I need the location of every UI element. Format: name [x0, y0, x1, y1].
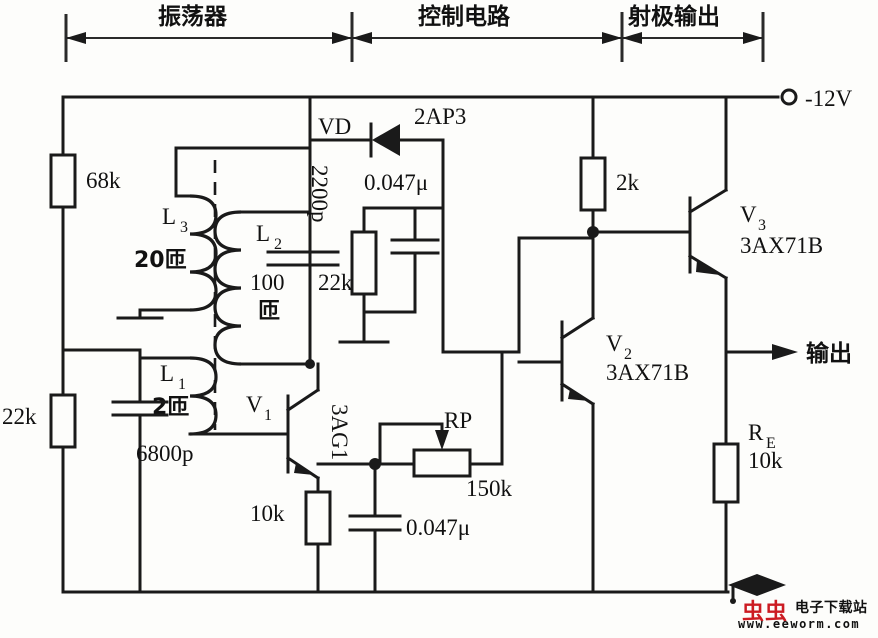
- resistor-22k-control-label: 22k: [318, 270, 353, 295]
- watermark-site-name: 电子下载站: [795, 600, 868, 616]
- cap-6800p-label: 6800p: [136, 441, 194, 466]
- section-bracket: 振荡器 控制电路 射极输出: [64, 3, 765, 62]
- v3-type-label: 3AX71B: [740, 233, 823, 258]
- bias-network: RP 150k 0.047μ: [316, 350, 513, 594]
- l1-sub-label: 1: [178, 376, 186, 393]
- resistor-68k-body: [49, 153, 77, 209]
- resistor-68k-label: 68k: [86, 168, 121, 193]
- emitter-resistor-10k: 10k: [250, 490, 332, 546]
- transformer: L 3 20匝 L 1 2匝 L 2 100 匝 2200p: [116, 95, 340, 436]
- output-terminal: 输出: [724, 340, 852, 367]
- rp-value-label: 150k: [466, 476, 513, 501]
- l3-turns-label: 20匝: [134, 248, 187, 273]
- resistor-2k: 2k: [579, 95, 640, 238]
- supply-terminal-node: [780, 88, 798, 106]
- resistor-10k-emitter-label: 10k: [250, 501, 285, 526]
- v2-name-label: V: [606, 331, 623, 356]
- bracket-arrow-1a: [66, 32, 86, 44]
- watermark-url: www.eeworm.com: [738, 617, 861, 631]
- l1-name-label: L: [160, 361, 174, 386]
- v2-sub-label: 2: [624, 346, 632, 363]
- cap-047u-bottom-label: 0.047μ: [406, 515, 470, 540]
- v2-base-bus: [441, 206, 595, 354]
- cap-6800p: 6800p: [111, 348, 194, 594]
- v1-name-label: V: [246, 392, 263, 417]
- v2-emitter-arrow: [568, 389, 589, 401]
- resistor-re-name-label: R: [748, 420, 764, 445]
- cap-047u-top-label: 0.047μ: [364, 170, 428, 195]
- resistor-re-value-label: 10k: [748, 448, 783, 473]
- v1-emitter-arrow: [294, 463, 314, 475]
- v1-sub-label: 1: [264, 407, 272, 424]
- potentiometer-rp-body: [412, 448, 472, 478]
- l2-name-label: L: [256, 221, 270, 246]
- resistor-22k-left-body: [49, 393, 77, 449]
- diode-ref-label: VD: [318, 114, 351, 139]
- v3-name-label: V: [740, 202, 757, 227]
- graduation-cap-icon: [728, 574, 786, 604]
- section-label-control: 控制电路: [418, 3, 511, 30]
- watermark-brand: 虫虫: [742, 600, 789, 625]
- v3-emitter-lead: [687, 253, 729, 281]
- l1-coil-windings: [189, 356, 218, 436]
- v2-type-label: 3AX71B: [606, 360, 689, 385]
- resistor-re-sub-label: E: [766, 435, 776, 452]
- bracket-arrow-2b: [602, 32, 622, 44]
- left-rail: 68k 22k: [2, 95, 142, 594]
- v3-collector-lead: [687, 187, 729, 215]
- resistor-22k-left-label: 22k: [2, 404, 37, 429]
- node-l2-v1-collector: [305, 359, 315, 369]
- site-watermark: 虫虫 电子下载站 www.eeworm.com: [722, 572, 878, 634]
- v3-sub-label: 3: [758, 217, 766, 234]
- l3-sub-label: 3: [180, 219, 188, 236]
- resistor-22k-control-body: [350, 230, 378, 296]
- transistor-v3: V 3 3AX71B: [591, 95, 823, 594]
- l3-name-label: L: [162, 204, 176, 229]
- l2-turns-number: 100: [250, 270, 285, 295]
- transistor-v2: V 2 3AX71B: [517, 230, 689, 594]
- v1-type-label: 3AG1: [327, 404, 352, 460]
- diode-triangle: [372, 124, 400, 156]
- resistor-2k-body: [579, 156, 607, 212]
- bracket-arrow-1b: [332, 32, 352, 44]
- supply-voltage-label: -12V: [805, 86, 853, 111]
- section-label-oscillator: 振荡器: [158, 3, 228, 30]
- rp-wiper-arrow: [435, 430, 449, 450]
- section-label-emitter-output: 射极输出: [627, 3, 720, 30]
- cap-2200p-label: 2200p: [307, 165, 332, 223]
- diode-type-label: 2AP3: [414, 104, 466, 129]
- supply-rail: -12V: [61, 86, 853, 111]
- control-rc-network: 22k 0.047μ: [318, 138, 445, 344]
- bracket-arrow-3a: [622, 32, 642, 44]
- v3-emitter-arrow: [696, 260, 720, 275]
- bracket-arrow-2a: [352, 32, 372, 44]
- diode-vd: VD 2AP3: [308, 104, 466, 158]
- resistor-re: R E 10k: [712, 420, 783, 504]
- l2-sub-label: 2: [274, 236, 282, 253]
- bracket-arrow-3b: [743, 32, 763, 44]
- resistor-2k-label: 2k: [616, 170, 640, 195]
- v2-collector-lead: [559, 315, 596, 341]
- output-label: 输出: [806, 340, 852, 367]
- l3-coil-windings: [189, 194, 218, 312]
- resistor-10k-emitter-body: [304, 490, 332, 546]
- transistor-v1: V 1 3AG1: [246, 362, 352, 594]
- l2-coil-windings: [213, 210, 242, 366]
- v1-collector-lead: [285, 387, 321, 413]
- l2-turns-unit: 匝: [258, 299, 280, 324]
- rp-name-label: RP: [444, 408, 472, 433]
- resistor-re-body: [712, 442, 740, 504]
- output-arrow: [772, 344, 798, 360]
